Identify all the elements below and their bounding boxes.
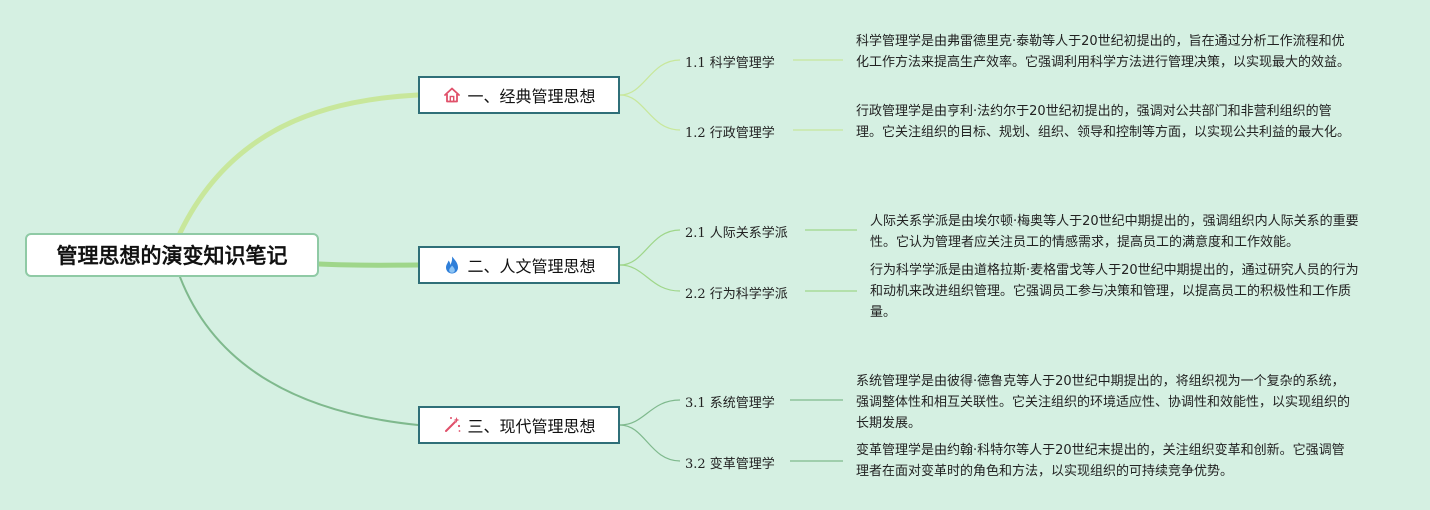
branch2-link-a — [619, 229, 681, 266]
root-link-1 — [177, 92, 421, 236]
sub-node-2-1[interactable]: 2.1 人际关系学派 — [685, 226, 788, 241]
root-title: 管理思想的演变知识笔记 — [56, 244, 288, 268]
branch-label: 三、现代管理思想 — [467, 417, 596, 436]
branch3-link-a — [619, 399, 681, 426]
desc-2-2: 行为科学学派是由道格拉斯·麦格雷戈等人于20世纪中期提出的，通过研究人员的行为和… — [870, 263, 1359, 320]
sub-node-3-2[interactable]: 3.2 变革管理学 — [685, 457, 775, 472]
desc-1-2: 行政管理学是由亨利·法约尔于20世纪初提出的，强调对公共部门和非营利组织的管理。… — [856, 104, 1351, 140]
house-icon — [442, 85, 462, 105]
sub-node-2-2[interactable]: 2.2 行为科学学派 — [685, 287, 788, 302]
root-link-3 — [179, 276, 419, 426]
branch2-link-b — [619, 264, 681, 292]
desc-2-1: 人际关系学派是由埃尔顿·梅奥等人于20世纪中期提出的，强调组织内人际关系的重要性… — [870, 214, 1359, 250]
branch3-link-b — [619, 424, 681, 462]
branch1-link-a — [619, 59, 681, 96]
sub-node-1-1[interactable]: 1.1 科学管理学 — [685, 56, 775, 71]
branch-node-classical[interactable]: 一、经典管理思想 — [418, 76, 620, 114]
desc-3-2: 变革管理学是由约翰·科特尔等人于20世纪末提出的，关注组织变革和创新。它强调管理… — [856, 443, 1345, 479]
root-link-2 — [316, 261, 421, 268]
root-node[interactable]: 管理思想的演变知识笔记 — [25, 233, 319, 277]
desc-3-1: 系统管理学是由彼得·德鲁克等人于20世纪中期提出的，将组织视为一个复杂的系统，强… — [856, 374, 1351, 431]
branch-node-humanistic[interactable]: 二、人文管理思想 — [418, 246, 620, 284]
sub-node-1-2[interactable]: 1.2 行政管理学 — [685, 126, 775, 141]
branch-label: 一、经典管理思想 — [467, 87, 596, 106]
branch-label: 二、人文管理思想 — [467, 257, 596, 276]
magic-wand-icon — [442, 415, 462, 435]
flame-icon — [442, 255, 462, 275]
branch-node-modern[interactable]: 三、现代管理思想 — [418, 406, 620, 444]
desc-1-1: 科学管理学是由弗雷德里克·泰勒等人于20世纪初提出的，旨在通过分析工作流程和优化… — [856, 34, 1351, 70]
sub-node-3-1[interactable]: 3.1 系统管理学 — [685, 396, 775, 411]
branch1-link-b — [619, 94, 681, 131]
